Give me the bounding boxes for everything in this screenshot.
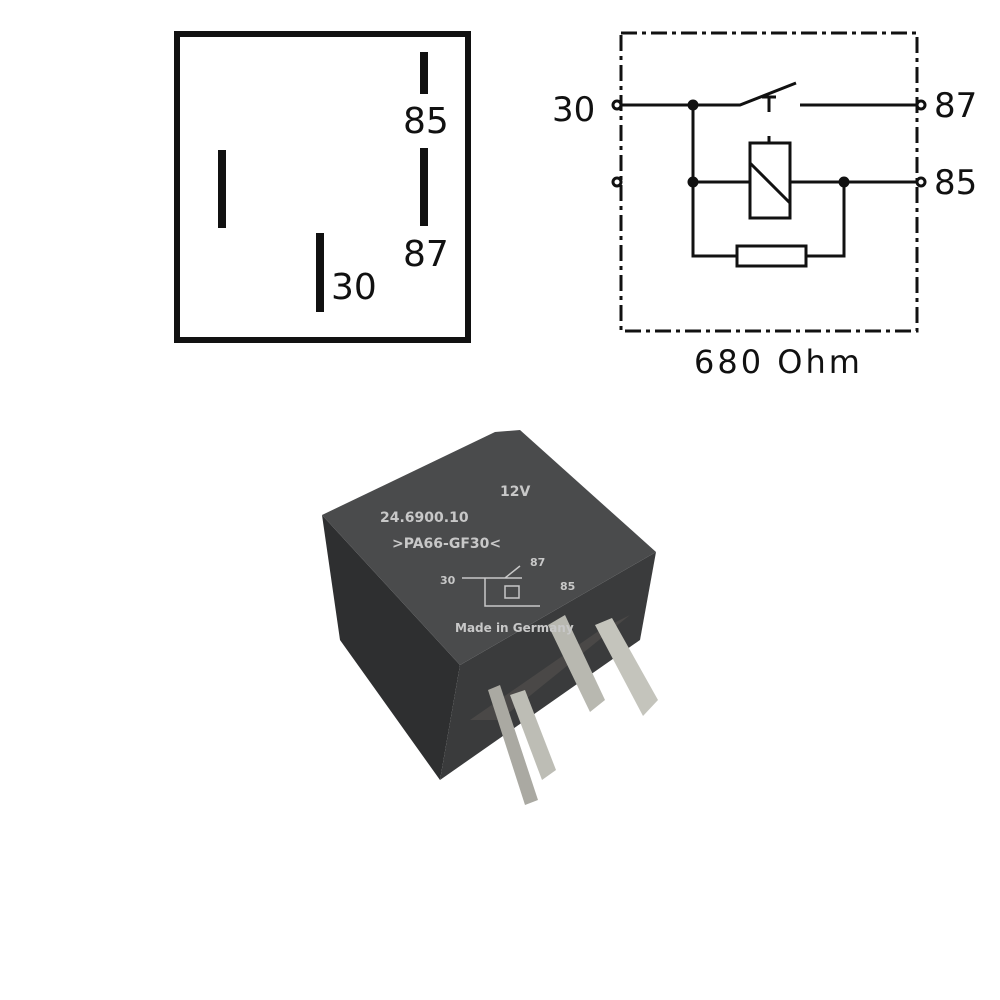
terminal-30 xyxy=(611,99,623,111)
relay-voltage: 12V xyxy=(500,484,530,500)
terminal-unused xyxy=(611,176,623,188)
relay-print-87: 87 xyxy=(530,556,545,569)
node-dot xyxy=(838,176,850,188)
relay-printed-schematic-icon xyxy=(462,565,540,607)
resistor-symbol xyxy=(735,244,808,268)
coil-symbol xyxy=(748,141,792,220)
node-dot xyxy=(687,176,699,188)
pinout-frame xyxy=(174,31,471,343)
relay-print-30: 30 xyxy=(440,574,456,587)
node-dot xyxy=(687,99,699,111)
pin-87-bar xyxy=(420,148,428,226)
wire-resistor-loop xyxy=(691,105,846,258)
relay-pin xyxy=(488,685,538,805)
relay-pin xyxy=(595,618,658,716)
pinout-diagram: 85 87 30 xyxy=(174,31,471,343)
switch-actuator xyxy=(762,95,776,112)
relay-material: >PA66-GF30< xyxy=(392,536,501,552)
relay-pin xyxy=(510,690,556,780)
relay-base-shadow xyxy=(470,615,630,720)
pin-30-bar xyxy=(316,233,324,312)
relay-print-85: 85 xyxy=(560,580,575,593)
relay-part-number: 24.6900.10 xyxy=(380,510,469,526)
resistor-value-caption: 680 Ohm xyxy=(694,343,863,381)
pin-85-top-bar xyxy=(420,52,428,94)
schematic-label-30: 30 xyxy=(552,90,595,130)
switch-contact xyxy=(621,81,797,107)
circuit-schematic xyxy=(611,31,927,333)
schematic-label-87: 87 xyxy=(934,86,977,126)
pin-label-85: 85 xyxy=(403,101,449,142)
relay-origin-text: Made in Germany xyxy=(455,621,574,635)
schematic-label-85: 85 xyxy=(934,163,977,203)
relay-pin xyxy=(548,615,605,712)
relay-top-face xyxy=(322,430,656,665)
relay-left-face xyxy=(322,515,460,780)
pin-unlabeled-bar xyxy=(218,150,226,228)
terminal-87 xyxy=(915,99,927,111)
pin-label-87: 87 xyxy=(403,234,449,275)
relay-photo xyxy=(322,430,658,805)
pin-label-30: 30 xyxy=(331,267,377,308)
terminal-85 xyxy=(915,176,927,188)
coil-diagonal xyxy=(748,136,792,205)
